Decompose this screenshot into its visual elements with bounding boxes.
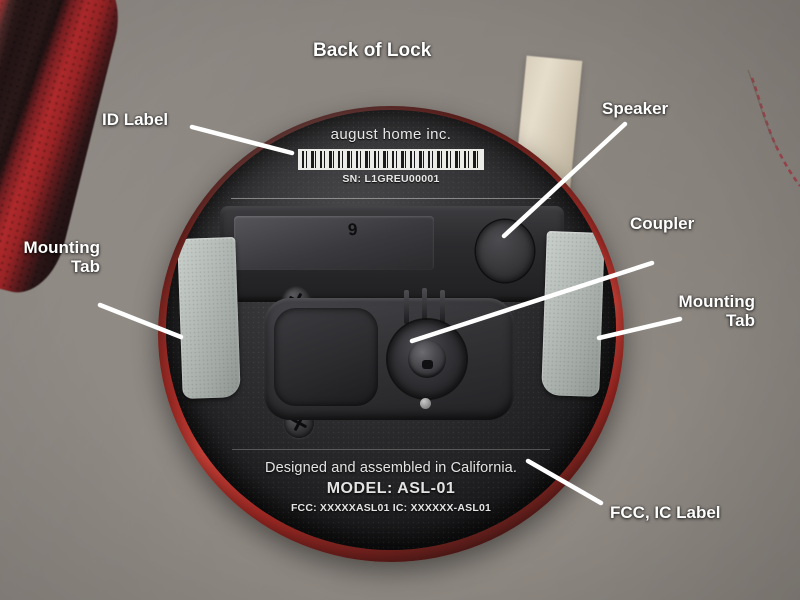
fcc-ic-label-print: Designed and assembled in California. MO…	[211, 460, 571, 514]
page-title: Back of Lock	[313, 40, 432, 61]
brand-text: august home inc.	[330, 126, 452, 143]
coupler-ring	[388, 320, 466, 398]
serial-number-text: SN: L1GREU00001	[342, 173, 440, 185]
annotation-id-label: ID Label	[102, 110, 169, 129]
coupler-nub	[420, 398, 431, 409]
coupler-plate	[264, 288, 514, 420]
coupler-fork-2	[422, 288, 427, 322]
annotation-mounting-tab-left: Mounting Tab	[23, 238, 100, 277]
annotation-fcc-ic-label: FCC, IC Label	[610, 503, 721, 522]
lock-back-plate: august home inc. SN: L1GREU00001 9	[166, 110, 616, 550]
mounting-tab-left	[177, 237, 241, 399]
coupler-recess	[274, 308, 378, 406]
speaker-port	[476, 220, 534, 282]
coupler-fork-3	[440, 290, 445, 324]
lower-label-edge-line	[232, 449, 550, 450]
model-text: MODEL: ASL-01	[326, 480, 456, 497]
annotation-mounting-tab-right: Mounting Tab	[678, 292, 755, 331]
barcode	[298, 149, 484, 170]
coupler-pin	[422, 359, 433, 369]
coupler-hub	[408, 340, 446, 378]
annotation-coupler: Coupler	[630, 214, 695, 233]
id-label: august home inc. SN: L1GREU00001	[241, 126, 541, 185]
mounting-tab-right	[541, 231, 605, 397]
annotation-speaker: Speaker	[602, 99, 669, 118]
firmware-mark: 9	[347, 219, 359, 240]
label-edge-line	[231, 198, 551, 199]
barcode-bars	[302, 151, 480, 168]
origin-text: Designed and assembled in California.	[265, 460, 517, 476]
smart-lock-device: august home inc. SN: L1GREU00001 9	[158, 106, 624, 562]
regulatory-text: FCC: XXXXXASL01 IC: XXXXXX-ASL01	[290, 502, 492, 514]
upper-cavity: 9	[220, 206, 564, 302]
cavity-plate	[234, 216, 434, 270]
coupler-fork-1	[404, 290, 409, 324]
